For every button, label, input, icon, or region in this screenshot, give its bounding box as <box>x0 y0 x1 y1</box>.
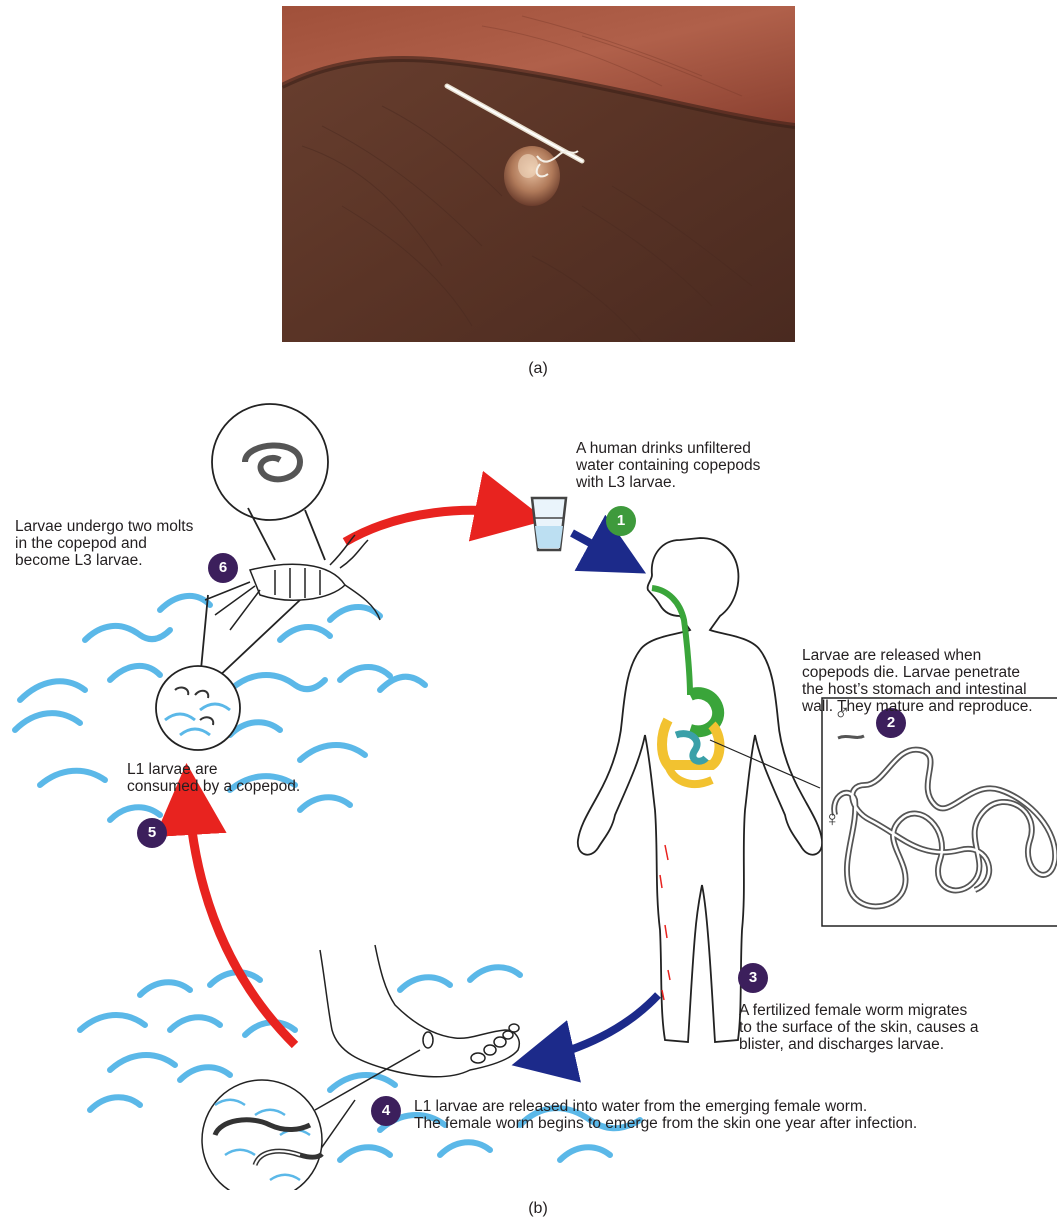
arrow-blue-top <box>572 533 625 562</box>
step-3-badge: 3 <box>738 963 768 993</box>
step-1-text: A human drinks unfiltered water containi… <box>576 440 760 491</box>
step-4-badge: 4 <box>371 1096 401 1126</box>
step-5-text: L1 larvae are consumed by a copepod. <box>127 761 300 795</box>
step-6-text: Larvae undergo two molts in the copepod … <box>15 518 193 569</box>
step-1-badge: 1 <box>606 506 636 536</box>
step-4-text: L1 larvae are released into water from t… <box>414 1098 917 1132</box>
skin-photo-illustration <box>282 6 795 342</box>
human-body-drawing <box>578 538 822 1042</box>
caption-b: (b) <box>508 1200 568 1218</box>
arrow-red-left <box>188 790 295 1045</box>
caption-a: (a) <box>508 360 568 378</box>
step-5-badge: 5 <box>137 818 167 848</box>
arrow-red-top <box>345 510 520 542</box>
foot-drawing <box>320 945 519 1077</box>
guinea-worm-photo <box>282 6 795 342</box>
arrow-blue-bottom <box>535 995 658 1060</box>
copepod-larva-magnifier <box>212 404 328 560</box>
female-symbol: ♀ <box>824 806 841 832</box>
copepod-drawing <box>205 535 380 630</box>
glass-icon <box>532 498 566 550</box>
step-2-text: Larvae are released when copepods die. L… <box>802 647 1033 715</box>
step-3-text: A fertilized female worm migrates to the… <box>739 1002 979 1053</box>
adult-worm-box <box>822 698 1057 926</box>
step-6-badge: 6 <box>208 553 238 583</box>
